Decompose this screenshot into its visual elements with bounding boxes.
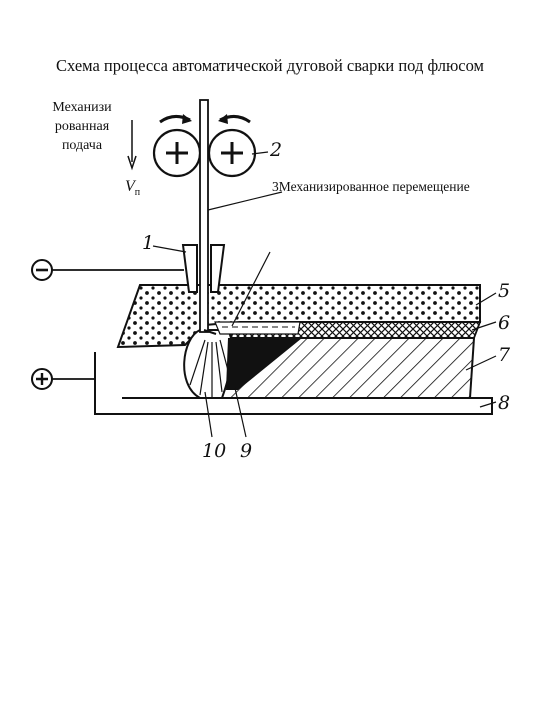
- leader-line-6: [471, 321, 497, 331]
- leader-line-2: [251, 151, 269, 155]
- positive-terminal: [31, 368, 95, 390]
- electrode-wire: [199, 99, 209, 333]
- roller-rotation-arrowhead-left: [182, 114, 192, 124]
- part-number-1: 1: [142, 232, 155, 254]
- feed-label-line3: подача: [61, 138, 103, 153]
- leader-line-8: [479, 401, 497, 408]
- feed-velocity-symbol: V: [125, 178, 135, 195]
- feed-label-line1: Механизи: [52, 100, 112, 115]
- feed-label-line2: рованная: [54, 119, 110, 134]
- leader-line-7: [465, 355, 497, 371]
- leader-line-1: [152, 245, 187, 253]
- contact-tip-right: [210, 244, 226, 293]
- part-number-2: 2: [270, 139, 283, 161]
- leader-line-3: [207, 191, 283, 211]
- leader-line-10: [204, 391, 213, 438]
- roller-rotation-arrowhead-right: [218, 114, 228, 124]
- molten-slag: [214, 321, 301, 335]
- weld-pool-fan: [189, 339, 231, 397]
- plus-icon: [36, 373, 48, 385]
- plus-icon: [221, 142, 243, 164]
- contact-tip-left: [181, 244, 198, 293]
- negative-terminal: [31, 259, 184, 281]
- feed-roller-right: [207, 128, 257, 178]
- part-number-10: 10: [202, 440, 227, 462]
- feed-label: Механизи рованная подача: [30, 98, 134, 155]
- part-number-5: 5: [498, 280, 511, 302]
- plus-icon: [166, 142, 188, 164]
- weld-pool: [183, 329, 234, 399]
- part-number-9: 9: [240, 440, 253, 462]
- leader-line-9: [234, 387, 247, 438]
- feed-roller-left: [152, 128, 202, 178]
- part-number-6: 6: [498, 312, 511, 334]
- welding-arc: [203, 329, 217, 335]
- solidified-weld: [226, 338, 302, 390]
- movement-label: 3Механизированное перемещение: [272, 179, 470, 194]
- part-number-8: 8: [498, 392, 511, 414]
- feed-velocity-label: Vп: [125, 178, 140, 198]
- part-number-7: 7: [498, 344, 511, 366]
- feed-velocity-subscript: п: [134, 187, 141, 199]
- leader-line-arc: [231, 251, 271, 327]
- feed-direction-arrow: [127, 120, 137, 171]
- diagram-title: Схема процесса автоматической дуговой св…: [55, 56, 485, 75]
- leader-line-5: [475, 292, 497, 306]
